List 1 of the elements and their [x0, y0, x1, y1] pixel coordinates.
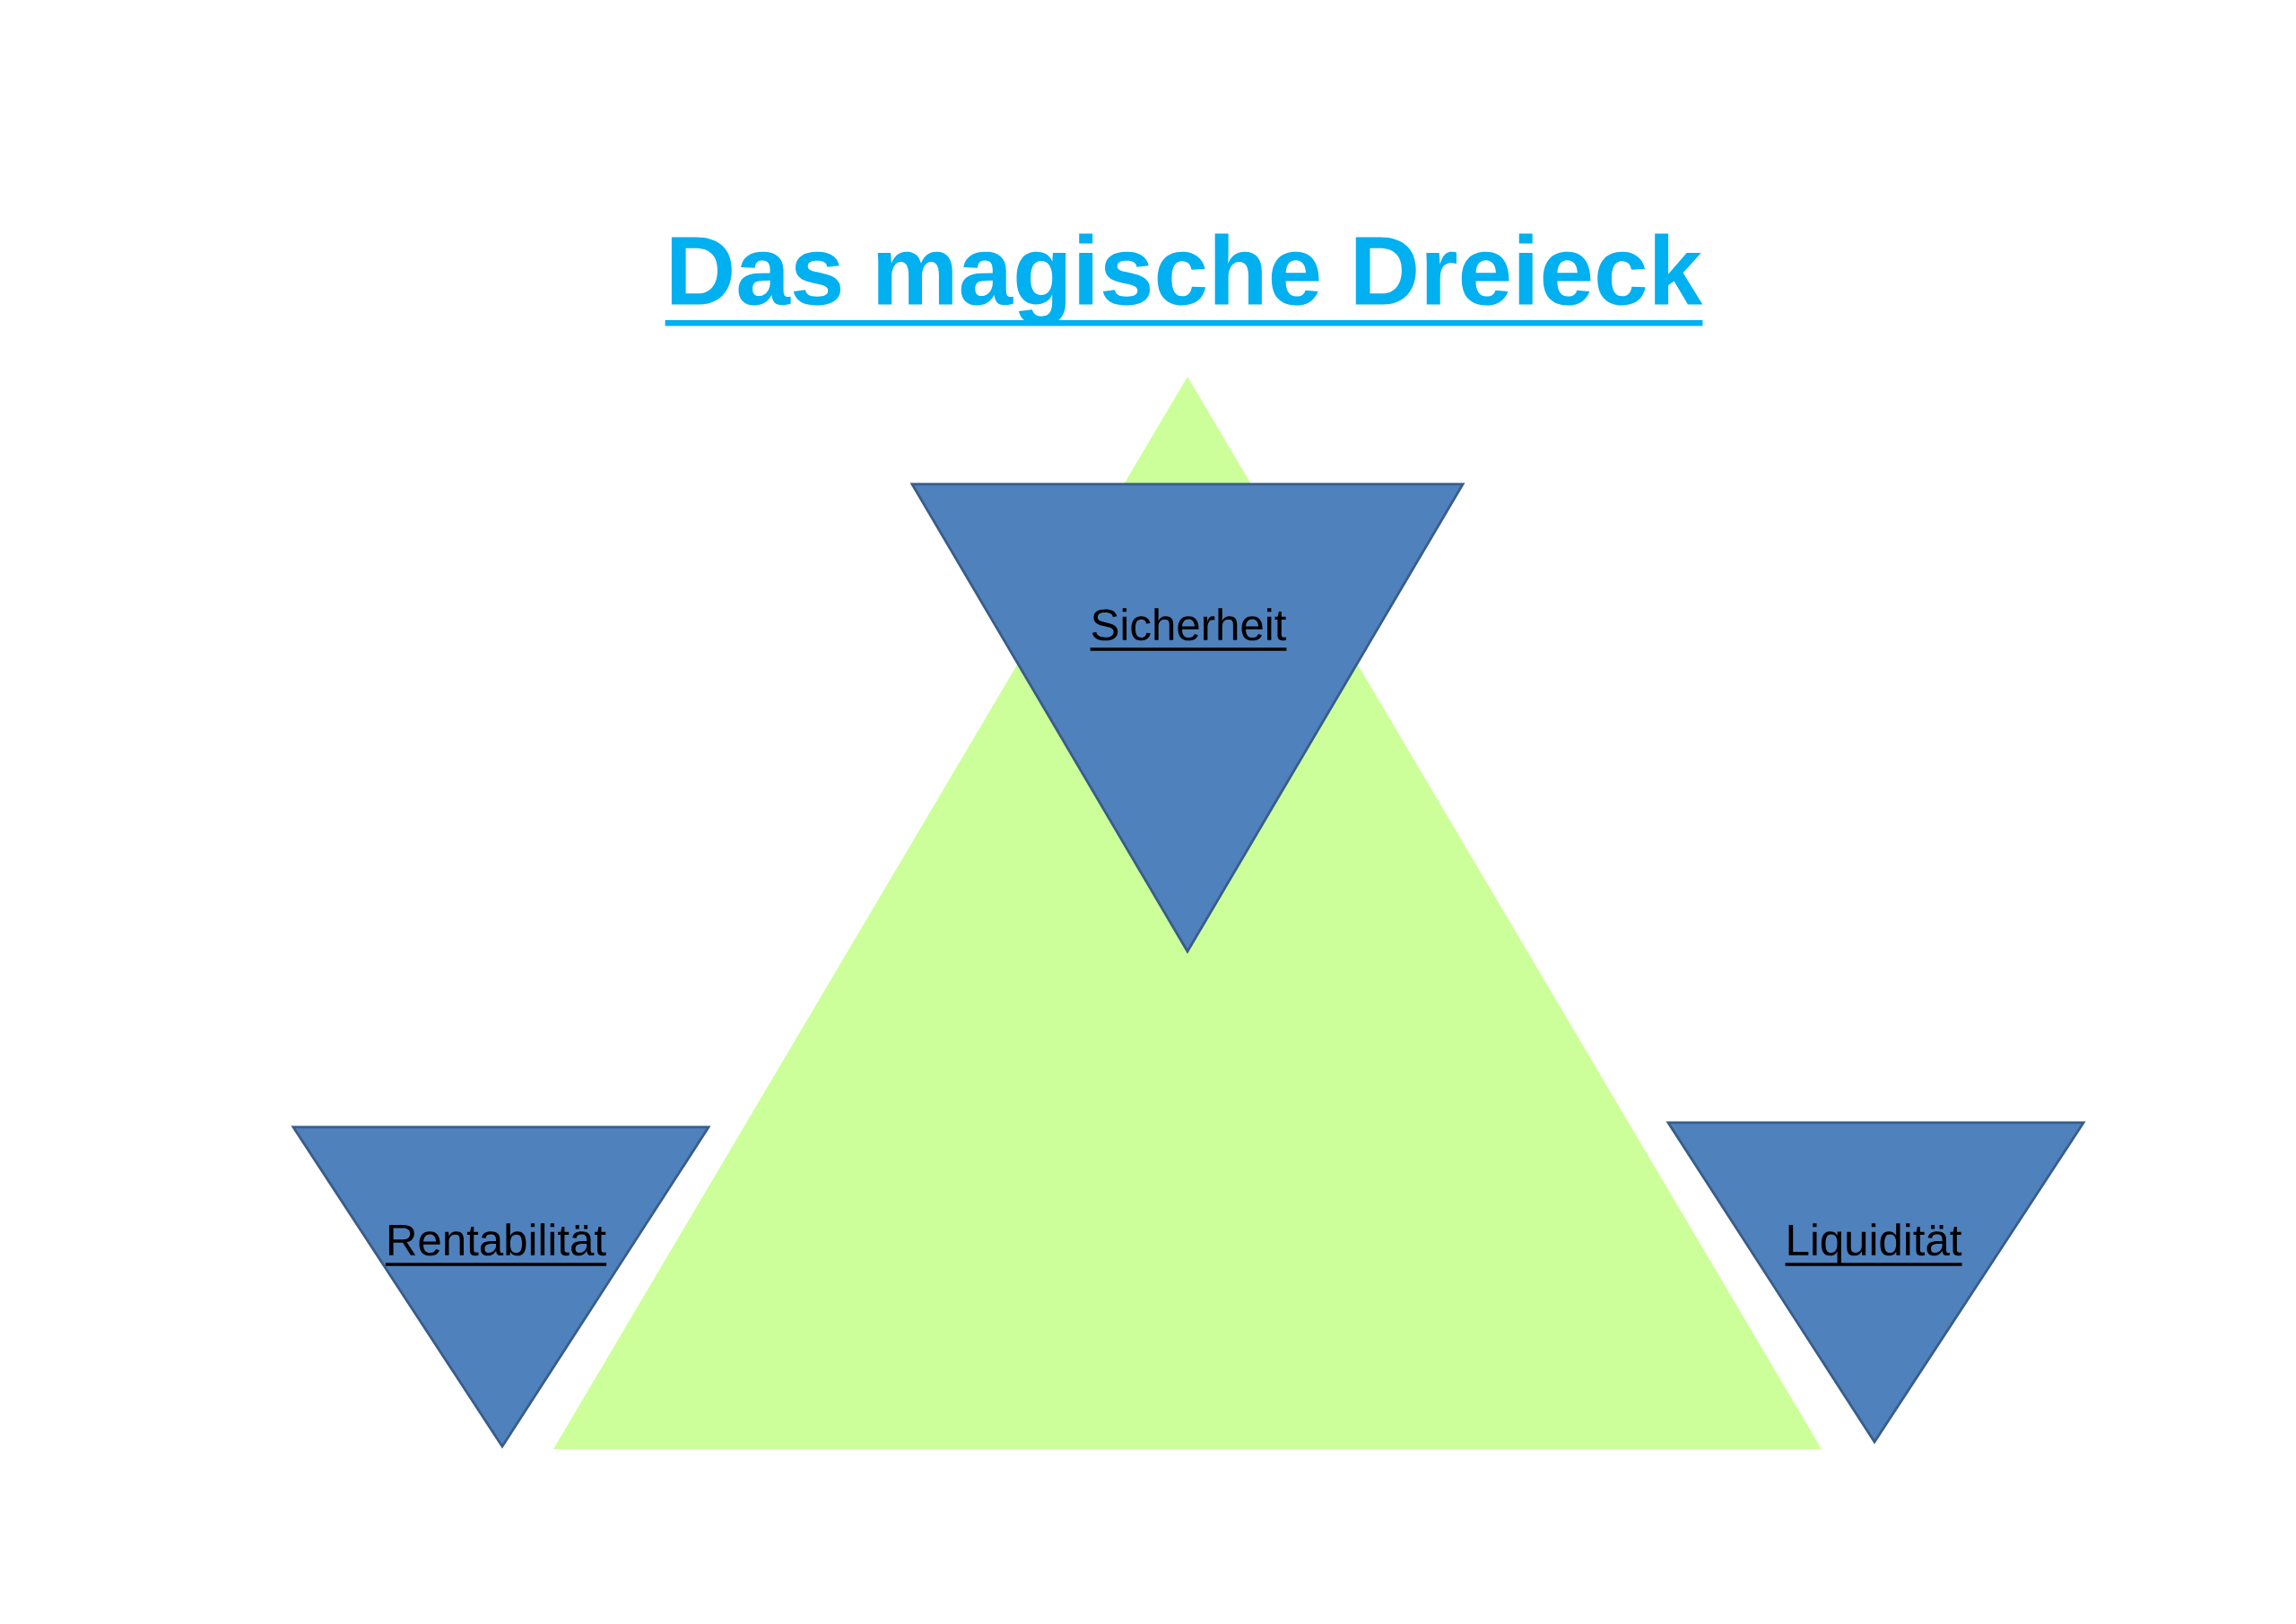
title: Das magische Dreieck	[665, 233, 1703, 326]
